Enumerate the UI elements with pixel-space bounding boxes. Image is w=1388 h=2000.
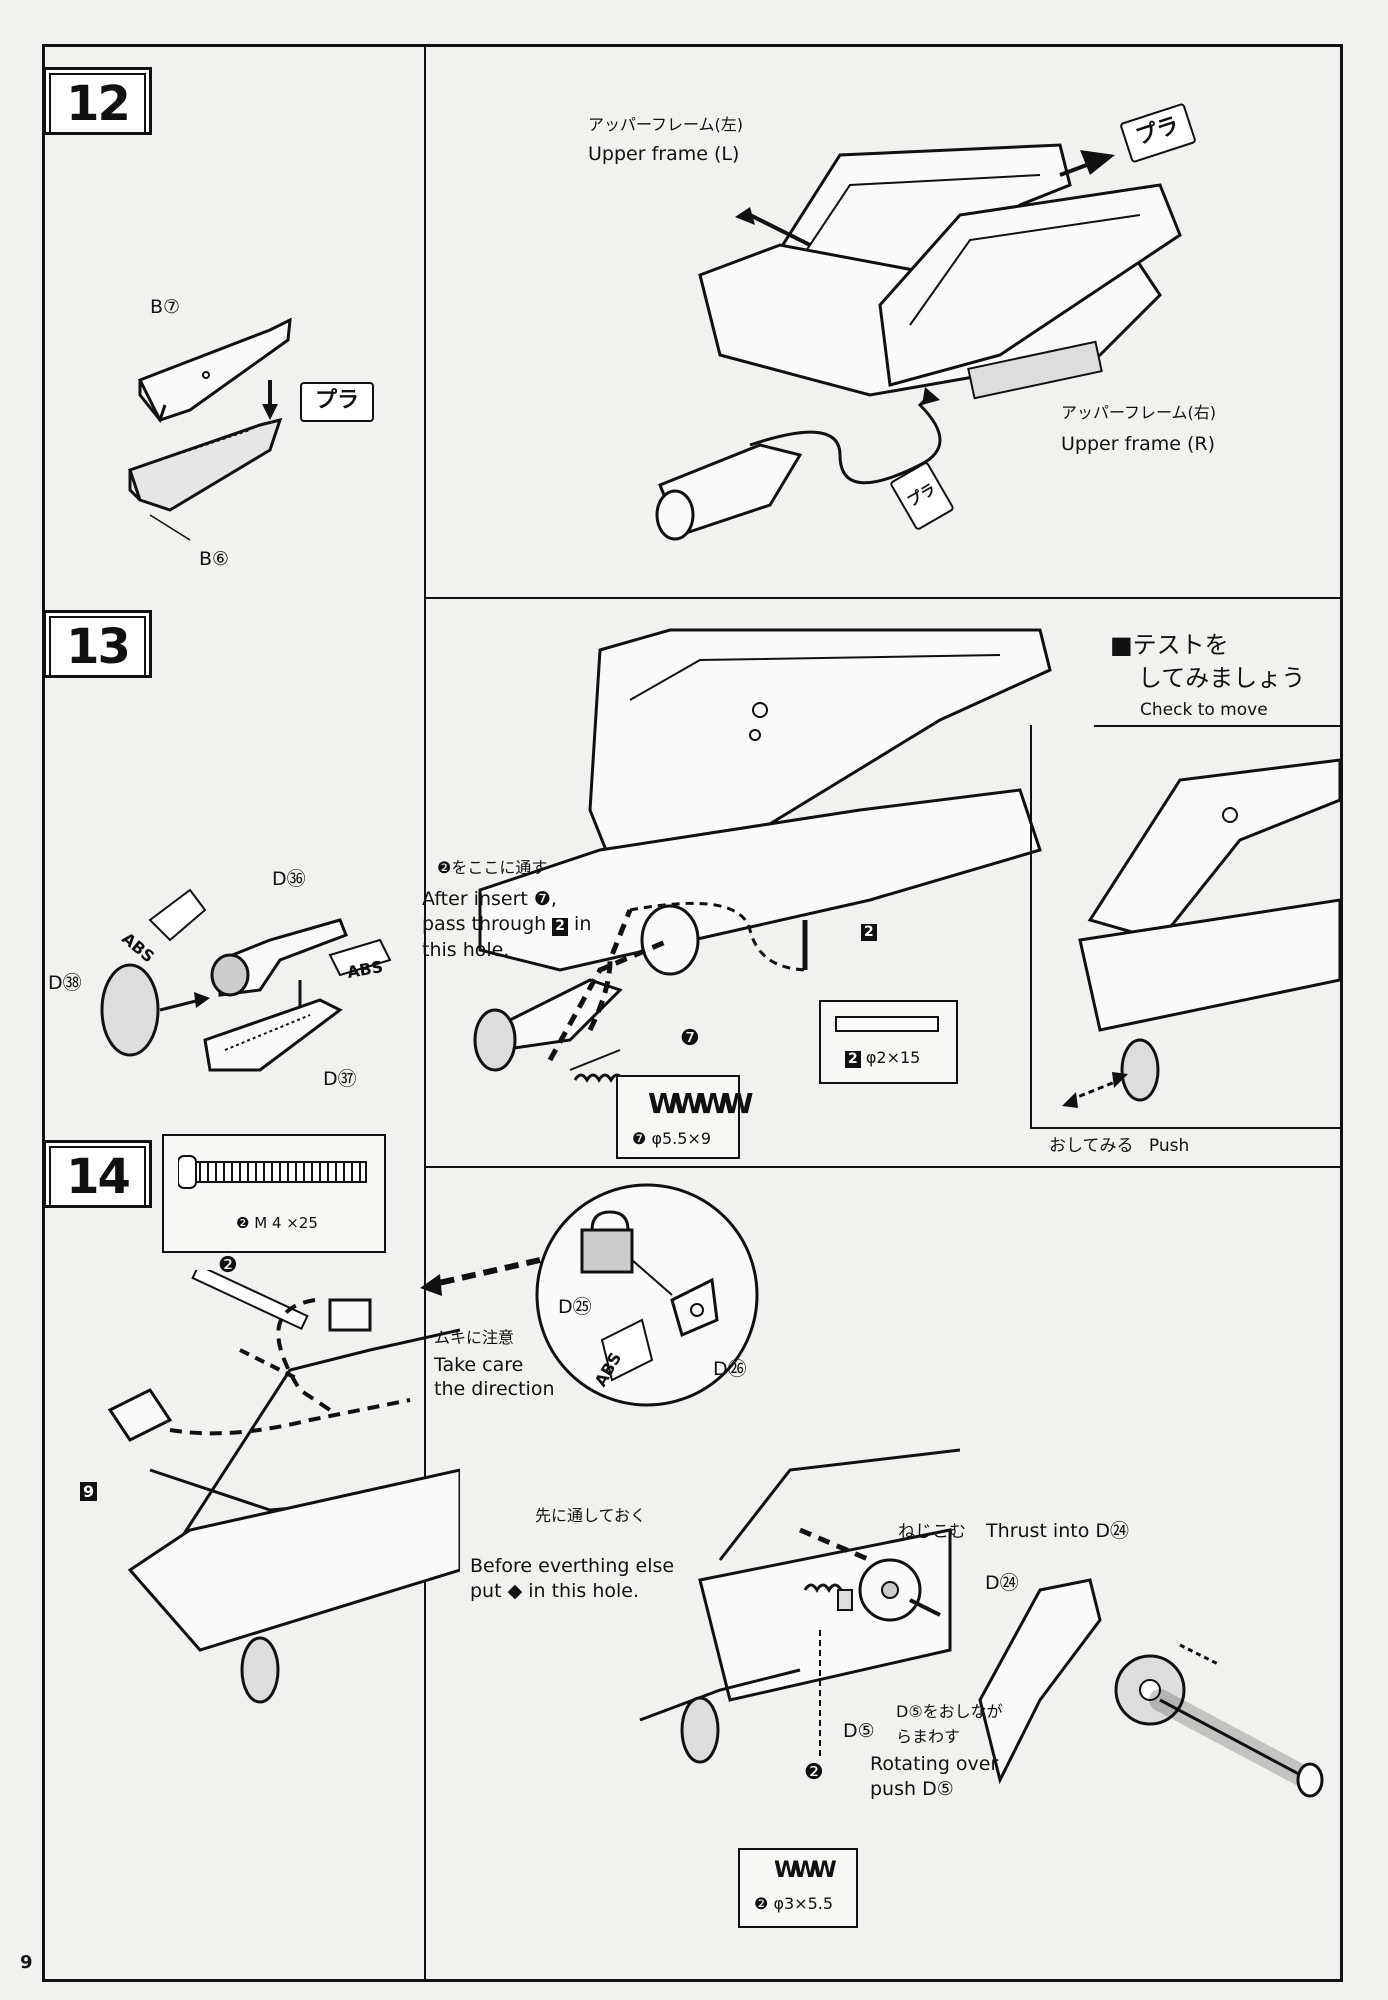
spring2-spec-number: ❷ [754, 1894, 769, 1913]
screw-callout: ❷ [218, 1253, 238, 1278]
glue-tube-label: プラ [314, 388, 359, 413]
test-push-illustration [1062, 758, 1340, 1108]
spring-spec-text: φ5.5×9 [651, 1129, 712, 1148]
step-number-13-text: 13 [49, 616, 146, 678]
part-d38-label: D㊳ [48, 972, 82, 994]
spring2-callout: ❷ [804, 1760, 824, 1785]
direction-warning-en-2: the direction [434, 1378, 555, 1400]
test-box-bottom [1030, 1127, 1343, 1129]
step14-windage-knob-illustration [639, 1448, 1324, 1798]
part-d37-label: D㊲ [323, 1068, 357, 1090]
insert-instruction-en-2: pass through 2 in [422, 913, 591, 937]
column-divider [424, 44, 426, 1982]
insert-instruction-en-3: this hole. [422, 939, 510, 961]
rotate-instruction-jp-2: らまわす [896, 1727, 961, 1746]
step-number-13: 13 [43, 610, 152, 678]
before-hole-en-2: put ◆ in this hole. [470, 1580, 639, 1602]
pin-spec-text: φ2×15 [865, 1048, 921, 1067]
direction-warning-en-1: Take care [434, 1354, 524, 1376]
spring2-diagram-icon: WWW [774, 1858, 837, 1883]
push-label: おしてみる Push [1049, 1136, 1189, 1157]
screw-spec-text: M 4 ×25 [254, 1214, 318, 1232]
glue-tube-step12a: プラ [300, 382, 374, 422]
pin-spec-number: 2 [845, 1051, 861, 1068]
push-label-jp: おしてみる [1049, 1136, 1134, 1156]
screw-spec-box: ❷ M 4 ×25 [162, 1134, 386, 1253]
step13-charging-handle-parts-illustration [100, 888, 392, 1072]
upper-frame-r-en: Upper frame (R) [1061, 433, 1215, 455]
page-frame [42, 44, 1343, 1982]
before-hole-jp: 先に通しておく [535, 1506, 647, 1525]
step14-rear-sight-illustration [107, 1270, 460, 1704]
rotate-instruction-jp-1: D⑤をおしなが [896, 1702, 1003, 1721]
pin-callout: 2 [861, 921, 877, 941]
before-hole-en-1: Before everthing else [470, 1555, 675, 1577]
part-9-number: 9 [80, 1482, 98, 1502]
pin-number-badge: 2 [552, 918, 568, 936]
part-d24-label: D㉔ [985, 1572, 1019, 1594]
step-number-14-text: 14 [49, 1146, 146, 1208]
test-title-jp-1: ■テストを [1110, 631, 1229, 659]
thrust-label-en: Thrust into D㉔ [986, 1520, 1130, 1542]
screw-spec-label: ❷ M 4 ×25 [236, 1214, 318, 1232]
step13-14-divider-right [424, 1166, 1343, 1168]
spring2-spec-label: ❷ φ3×5.5 [754, 1894, 833, 1913]
upper-frame-r-jp: アッパーフレーム(右) [1061, 403, 1217, 422]
detail-circle-illustration [535, 1183, 759, 1407]
pin-diagram [835, 1016, 939, 1032]
spring-spec-box: WWWW ❼ φ5.5×9 [616, 1075, 754, 1159]
test-title-jp-2: してみましょう [1138, 664, 1306, 692]
step-number-14: 14 [43, 1140, 152, 1208]
test-title-underline [1094, 725, 1343, 727]
spring-callout: ❼ [680, 1026, 700, 1051]
screw-spec-number: ❷ [236, 1214, 250, 1232]
step-number-12-text: 12 [49, 73, 146, 135]
step12-handguard-parts-illustration [128, 317, 292, 541]
spring-spec-number: ❼ [632, 1129, 647, 1148]
part-b7-label: B⑦ [150, 296, 181, 318]
screw-diagram [178, 1155, 367, 1189]
pin-spec-label: 2 φ2×15 [845, 1048, 920, 1068]
part-d26-label: D㉖ [713, 1358, 747, 1380]
pin-callout-number: 2 [861, 924, 877, 941]
spring-diagram-icon: WWWW [648, 1087, 754, 1120]
step12-13-divider-right [424, 597, 1343, 599]
step12-upper-frame-illustration [655, 143, 1182, 541]
thrust-label-jp: ねじこむ [898, 1522, 966, 1542]
part-9-label: 9 [80, 1482, 98, 1502]
insert-instruction-en-2-text: pass through [422, 913, 547, 935]
rotate-instruction-en-2: push D⑤ [870, 1778, 954, 1800]
part-d25-label: D㉕ [558, 1296, 592, 1318]
upper-frame-l-jp: アッパーフレーム(左) [588, 115, 744, 134]
part-d36-label: D㊱ [272, 868, 306, 890]
insert-instruction-jp: ❷をここに通す [437, 858, 548, 877]
insert-instruction-en-2b-text: in [574, 913, 592, 935]
push-label-en: Push [1148, 1136, 1190, 1156]
step13-receiver-illustration [473, 628, 1052, 1083]
thrust-label: ねじこむ Thrust into D㉔ [898, 1520, 1129, 1544]
part-d5-label: D⑤ [843, 1720, 875, 1742]
insert-instruction-en-1: After insert ❼, [422, 888, 557, 910]
upper-frame-l-en: Upper frame (L) [588, 143, 740, 165]
test-box-left [1030, 725, 1032, 1128]
page-number: 9 [20, 1952, 33, 1973]
pin-spec-box: 2 φ2×15 [819, 1000, 958, 1084]
direction-warning-jp: ムキに注意 [434, 1328, 515, 1347]
spring-spec-label: ❼ φ5.5×9 [632, 1129, 711, 1148]
rotate-instruction-en-1: Rotating over [870, 1753, 999, 1775]
part-b6-label: B⑥ [199, 548, 230, 570]
test-title-en: Check to move [1140, 700, 1268, 720]
direction-arrow [420, 1257, 541, 1296]
spring2-spec-text: φ3×5.5 [773, 1894, 834, 1913]
spring2-spec-box: WWW ❷ φ3×5.5 [738, 1848, 858, 1928]
step-number-12: 12 [43, 67, 152, 135]
